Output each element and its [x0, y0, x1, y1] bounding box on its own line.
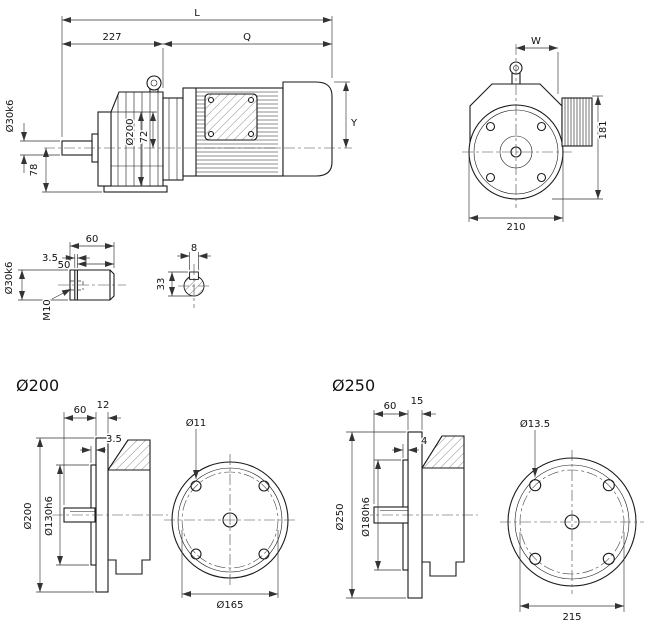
lifting-eye	[146, 75, 162, 92]
dim-250-bolt-hole: Ø13.5	[520, 418, 550, 430]
dim-250-spigot-diameter: Ø180h6	[360, 497, 372, 537]
flange-200-view: Ø200 60 12 3.5 Ø200	[16, 376, 296, 613]
fan-cover	[282, 81, 333, 177]
dim-center-to-base: 78	[29, 164, 40, 177]
dim-flange-diameter: Ø200	[124, 119, 136, 146]
dim-overall-length: L	[194, 8, 200, 19]
motor	[182, 81, 333, 177]
gear-housing	[61, 75, 184, 193]
dim-key-width: 8	[191, 243, 197, 254]
tapped-hole-hidden	[70, 280, 84, 291]
shaft-detail-dimensions: 60 3.5 50 Ø30k6 M10	[2, 233, 115, 322]
flange-250-view: Ø250 60 15 4 Ø250	[332, 376, 644, 625]
housing-ribs-250	[421, 435, 465, 469]
dim-shaft-diameter: Ø30k6	[4, 100, 16, 133]
center-hole-200	[222, 512, 238, 528]
dim-motor-length: Q	[243, 32, 251, 43]
dim-200-bolt-hole: Ø11	[186, 417, 207, 429]
flange-200-side: 60 12 3.5 Ø200 Ø130h6	[21, 399, 168, 593]
key-section: 8 33	[155, 242, 211, 308]
dim-250-outer-diameter: Ø250	[334, 504, 346, 531]
dim-side-height: 181	[598, 120, 609, 139]
dim-200-outer-diameter: Ø200	[22, 503, 34, 530]
end-view-dimensions: W 181 210	[468, 35, 611, 235]
bolt-holes-250	[529, 479, 615, 565]
flange-bolt-holes	[485, 121, 547, 183]
dim-250-shaft-length: 60	[384, 401, 397, 412]
flange-200-title: Ø200	[16, 376, 59, 395]
dim-200-spigot-diameter: Ø130h6	[43, 496, 55, 536]
dim-200-flange-thickness: 12	[97, 400, 110, 411]
terminal-box	[204, 93, 258, 141]
dim-center-to-top: 72	[139, 131, 150, 144]
dim-200-spigot-depth: 3.5	[106, 434, 122, 445]
dim-top-width: W	[531, 36, 541, 47]
dim-200-bolt-circle: Ø165	[217, 599, 244, 611]
dim-250-flange-thickness: 15	[411, 396, 424, 407]
dim-bore-with-keyway: 33	[156, 278, 167, 291]
output-flange	[97, 111, 112, 187]
dim-shaft-length: 60	[86, 234, 99, 245]
dim-200-shaft-length: 60	[74, 405, 87, 416]
motor-adapter	[162, 97, 184, 181]
dim-overall-height: Y	[350, 118, 358, 129]
key-section-dimensions: 8 33	[155, 242, 211, 297]
dim-250-bolt-circle: 215	[562, 612, 581, 623]
end-view: W 181 210	[462, 35, 611, 235]
dim-overall-width: 210	[506, 222, 525, 233]
flange-250-front: Ø13.5 215	[500, 417, 644, 625]
dim-gear-unit-length: 227	[102, 32, 121, 43]
terminal-fins	[561, 97, 593, 147]
shaft-detail: 60 3.5 50 Ø30k6 M10	[2, 233, 126, 322]
flange-250-side: 60 15 4 Ø250 Ø180h6	[333, 395, 478, 599]
dim-tapped-hole: M10	[42, 299, 53, 320]
housing-ribs-200	[107, 439, 151, 471]
dim-250-spigot-depth: 4	[421, 436, 427, 447]
side-view-dimensions: L 227 Q Ø30k6 78 Ø200 72 Y	[3, 7, 360, 193]
dim-groove-width: 3.5	[42, 253, 58, 264]
bolt-holes-200	[190, 480, 270, 560]
dim-usable-length: 50	[58, 260, 71, 271]
flange-200-front: Ø11 Ø165	[164, 416, 296, 613]
flange-250-title: Ø250	[332, 376, 375, 395]
dim-shaft-detail-diameter: Ø30k6	[3, 262, 15, 295]
side-view: L 227 Q Ø30k6 78 Ø200 72 Y	[3, 7, 360, 193]
